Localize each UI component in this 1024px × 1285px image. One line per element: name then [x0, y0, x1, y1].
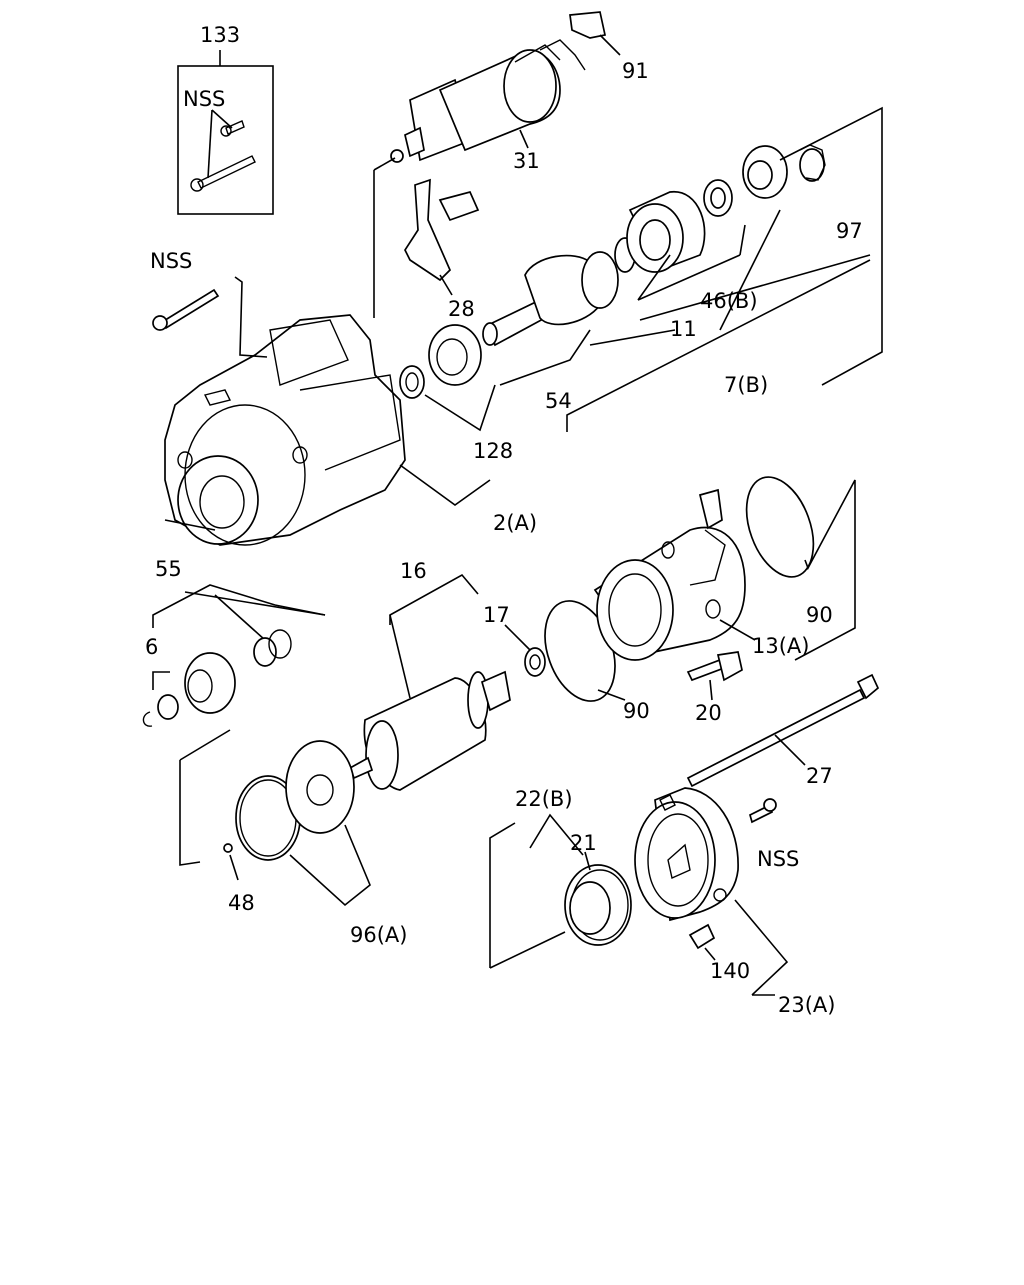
label-21: 21	[570, 831, 597, 855]
solenoid-part	[390, 11, 621, 163]
label-nss-left: NSS	[150, 249, 192, 273]
label-48: 48	[228, 891, 255, 915]
end-plate-part	[223, 740, 371, 907]
through-bolt-part	[686, 673, 880, 788]
label-27: 27	[806, 764, 833, 788]
label-13a: 13(A)	[752, 634, 809, 658]
part-labels: 133 NSS 91 31 97 NSS 28 46(B) 11 54 7(B)…	[145, 23, 863, 1017]
label-nss-box: NSS	[183, 87, 225, 111]
label-2a: 2(A)	[493, 511, 537, 535]
label-22b: 22(B)	[515, 787, 573, 811]
label-55: 55	[155, 557, 182, 581]
label-90-lower: 90	[623, 699, 650, 723]
label-23a: 23(A)	[778, 993, 835, 1017]
brush-holder-part	[489, 813, 632, 969]
label-31: 31	[513, 149, 540, 173]
pinion-gear-part	[142, 584, 326, 866]
label-nss-right: NSS	[757, 847, 799, 871]
label-11: 11	[670, 317, 697, 341]
label-97: 97	[836, 219, 863, 243]
label-28: 28	[448, 297, 475, 321]
label-128: 128	[473, 439, 513, 463]
label-6: 6	[145, 635, 158, 659]
end-cover-part	[634, 787, 789, 996]
label-17: 17	[483, 603, 510, 627]
shift-lever-part	[404, 178, 480, 296]
armature-part	[348, 573, 546, 791]
label-54: 54	[545, 389, 572, 413]
drive-housing-part	[152, 157, 496, 546]
label-91: 91	[622, 59, 649, 83]
label-46b: 46(B)	[700, 289, 758, 313]
yoke-part	[544, 476, 856, 702]
label-20: 20	[695, 701, 722, 725]
label-140: 140	[710, 959, 750, 983]
label-90-upper: 90	[806, 603, 833, 627]
pinion-clutch-assembly	[482, 106, 883, 432]
label-133: 133	[200, 23, 240, 47]
label-16: 16	[400, 559, 427, 583]
bolt-kit-box	[177, 50, 274, 215]
label-96a: 96(A)	[350, 923, 407, 947]
label-7b: 7(B)	[724, 373, 768, 397]
